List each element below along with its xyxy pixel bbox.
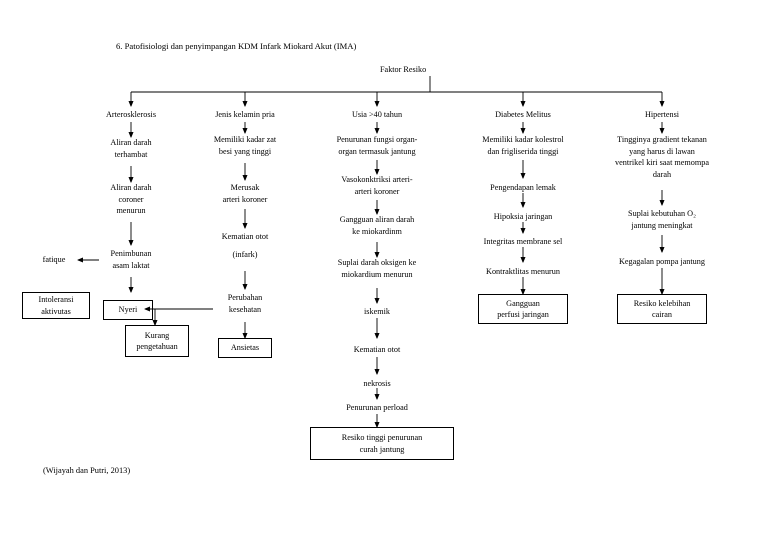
column-header-hipertensi: Hipertensi <box>644 110 680 119</box>
outcome-nyeri: Nyeri <box>103 300 153 320</box>
step-diabetes-2: Pengendapan lemak <box>490 183 556 192</box>
step-jenis-kelamin-4: (infark) <box>232 250 258 259</box>
step-hipertensi-3: Kegagalan pompa jantung <box>619 257 705 266</box>
step-usia-2: Vasokonktriksi arteri- arteri koroner <box>341 175 413 196</box>
step-diabetes-1: Memiliki kadar kolestrol dan frigliserid… <box>482 135 564 156</box>
step-jenis-kelamin-1: Memiliki kadar zat besi yang tinggi <box>213 135 277 156</box>
step-arterosklerosis-2: Aliran darah coroner menurun <box>110 183 152 215</box>
outcome-kurang-pengetahuan: Kurang pengetahuan <box>125 325 189 357</box>
step-jenis-kelamin-2: Merusak arteri koroner <box>222 183 268 204</box>
column-header-diabetes-melitus: Diabetes Melitus <box>495 110 551 119</box>
step-hipertensi-1: Tingginya gradient tekanan yang harus di… <box>615 135 709 179</box>
outcome-resiko-kelebihan-cairan: Resiko kelebihan cairan <box>617 294 707 324</box>
step-diabetes-3: Hipoksia jaringan <box>493 212 553 221</box>
source-credit: (Wijayah dan Putri, 2013) <box>43 466 131 475</box>
step-usia-7: nekrosis <box>363 379 391 388</box>
column-header-usia: Usia >40 tahun <box>351 110 403 119</box>
outcome-intoleransi-aktivutas: Intoleransi aktivutas <box>22 292 90 319</box>
column-header-jenis-kelamin-pria: Jenis kelamin pria <box>215 110 275 119</box>
step-arterosklerosis-1: Aliran darah terhambat <box>110 138 152 159</box>
diagram-title: 6. Patofisiologi dan penyimpangan KDM In… <box>116 41 357 51</box>
outcome-gangguan-perfusi-jaringan: Gangguan perfusi jaringan <box>478 294 568 324</box>
root-node: Faktor Resiko <box>380 65 427 74</box>
step-usia-8: Penurunan perload <box>346 403 408 412</box>
step-usia-3: Gangguan aliran darah ke miokardinm <box>339 215 415 236</box>
step-hipertensi-2: Suplai kebutuhan O₂ jantung meningkat <box>628 209 696 230</box>
step-diabetes-4: Integritas membrane sel <box>483 237 563 246</box>
column-header-arterosklerosis: Arterosklerosis <box>105 110 157 119</box>
outcome-ansietas: Ansietas <box>218 338 272 358</box>
outcome-resiko-tinggi-penurunan-curah-jantung: Resiko tinggi penurunan curah jantung <box>310 427 454 460</box>
step-usia-6: Kematian otot <box>353 345 401 354</box>
step-arterosklerosis-3: Penimbunan asam laktat <box>110 249 152 270</box>
step-jenis-kelamin-3: Kematian otot <box>221 232 269 241</box>
side-node-fatique: fatique <box>42 255 66 264</box>
step-usia-1: Penurunan fungsi organ- organ termasuk j… <box>336 135 418 156</box>
step-usia-5: iskemik <box>364 307 390 316</box>
step-diabetes-5: Kontraktlitas menurun <box>486 267 560 276</box>
step-usia-4: Suplai darah oksigen ke miokardium menur… <box>337 258 417 279</box>
step-jenis-kelamin-5: Perubahan kesehatan <box>227 293 263 314</box>
